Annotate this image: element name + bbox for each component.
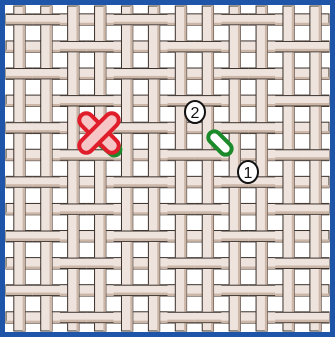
label-one[interactable]: 1 [238,161,258,183]
board-background [4,4,331,333]
label-one-text: 1 [244,165,253,182]
label-two[interactable]: 2 [185,101,205,123]
label-two-text: 2 [191,105,200,122]
